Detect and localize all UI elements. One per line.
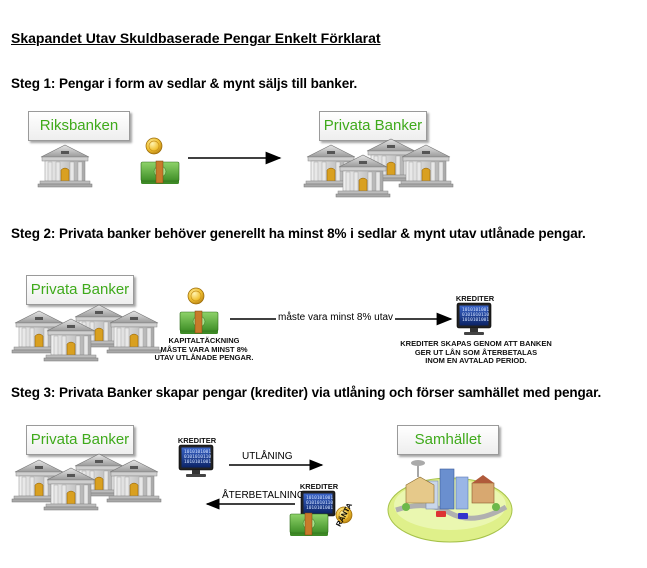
riksbanken-box: Riksbanken (28, 111, 130, 141)
binary-text-2: 1010101001 0101010110 1010101001 (184, 450, 212, 465)
aterbetalning-arrow-icon (205, 498, 295, 510)
privata-banker-box-1: Privata Banker (319, 111, 427, 141)
samhallet-box: Samhället (397, 425, 499, 455)
utlaning-arrow-icon (229, 459, 324, 471)
privata-banker-box-2: Privata Banker (26, 275, 134, 305)
diagram-title: Skapandet Utav Skuldbaserade Pengar Enke… (11, 30, 381, 46)
money-coin-icon (140, 137, 180, 185)
krediter-label-2: KREDITER (177, 436, 217, 445)
step-3-heading: Steg 3: Privata Banker skapar pengar (kr… (11, 385, 602, 400)
city-icon (387, 460, 513, 543)
krediter-label-3: KREDITER (299, 482, 339, 491)
privata-banker-group-icon-1 (303, 138, 454, 198)
binary-text-1: 1010101001 0101010110 1010101001 (462, 308, 490, 323)
step-2-heading: Steg 2: Privata banker behöver generellt… (11, 226, 586, 241)
riksbanken-bank-icon (37, 144, 93, 188)
privata-banker-group-icon-2 (11, 304, 162, 362)
step-1-heading: Steg 1: Pengar i form av sedlar & mynt s… (11, 76, 358, 91)
privata-banker-box-3: Privata Banker (26, 425, 134, 455)
maste-vara-label: måste vara minst 8% utav (276, 312, 396, 323)
kapitaltackning-label: KAPITALTÄCKNING MÅSTE VARA MINST 8% UTAV… (154, 336, 254, 362)
arrow-right-icon (188, 151, 282, 165)
krediter-description: KREDITER SKAPAS GENOM ATT BANKEN GER UT … (400, 339, 552, 365)
utlaning-label: UTLÅNING (242, 451, 293, 462)
money-icon-3 (289, 512, 329, 537)
aterbetalning-label: ÅTERBETALNING (222, 490, 305, 501)
binary-text-3: 1010101001 0101010110 1010101001 (306, 496, 334, 511)
privata-banker-group-icon-3 (11, 453, 162, 511)
money-coin-icon-2 (179, 287, 219, 335)
krediter-label-1: KREDITER (455, 294, 495, 303)
